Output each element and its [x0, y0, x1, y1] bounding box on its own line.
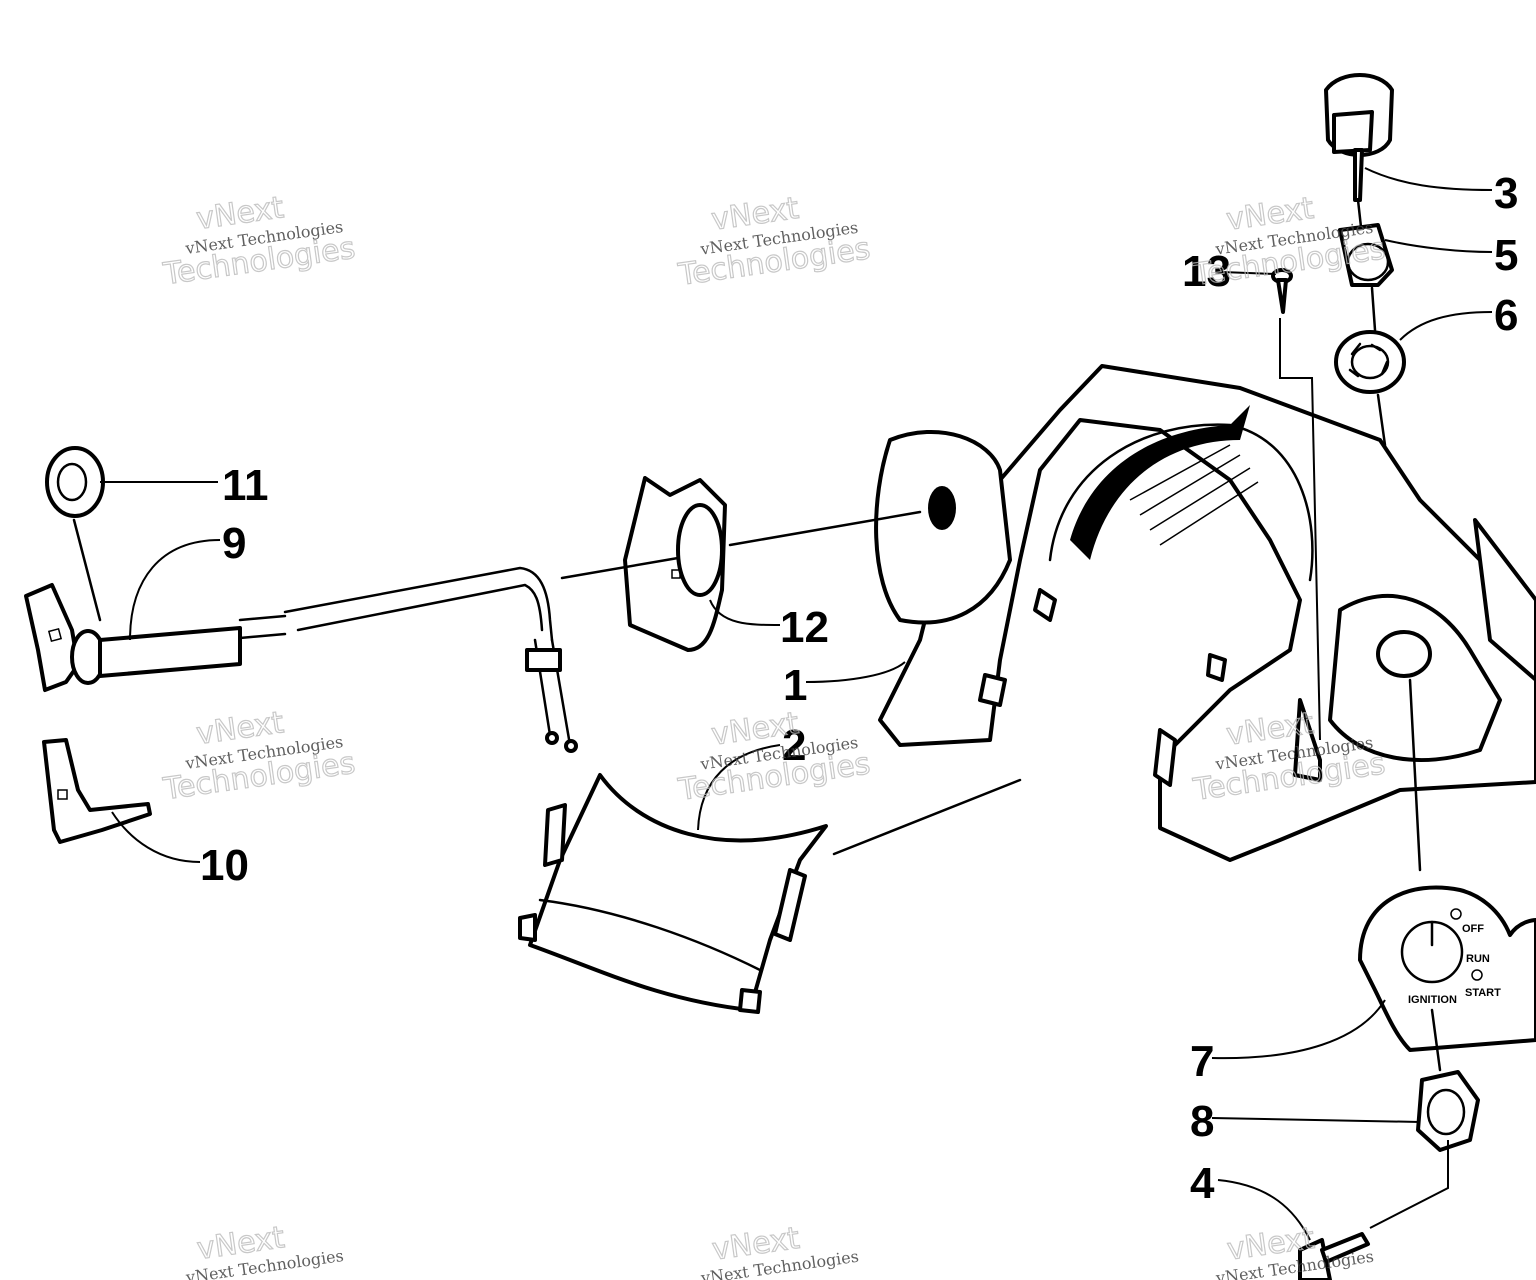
knurled-nut: [45, 446, 105, 622]
ignition-key: [1298, 1232, 1370, 1280]
watermark-mid-center: vNext vNext Technologies Technologies: [675, 705, 873, 808]
callout-numbers: 1 2 3 4 5 6 7 8 9 10 11 12 13: [200, 169, 1518, 1208]
switch-label-ignition: IGNITION: [1408, 994, 1457, 1006]
switch-label-start: START: [1465, 987, 1501, 999]
switch-label-run: RUN: [1466, 953, 1490, 965]
callout-11: 11: [222, 461, 269, 510]
callout-13: 13: [1182, 247, 1231, 296]
watermark-mid-left: vNext vNext Technologies Technologies: [160, 705, 358, 808]
screw: [1271, 268, 1321, 741]
callout-6: 6: [1494, 291, 1518, 340]
callout-10: 10: [200, 841, 249, 890]
callout-12: 12: [780, 603, 829, 652]
callout-8: 8: [1190, 1097, 1214, 1146]
hex-nut: [1369, 1070, 1480, 1229]
switch-label-off: OFF: [1462, 923, 1484, 935]
console-housing: [874, 364, 1536, 862]
watermark-top-left: vNext vNext Technologies Technologies: [160, 190, 358, 293]
throttle-cable-assembly: [24, 566, 578, 753]
ignition-switch-panel: OFF RUN START IGNITION: [1358, 678, 1536, 1072]
watermark-top-center: vNext vNext Technologies Technologies: [675, 190, 873, 293]
lower-cover: [518, 773, 1022, 1014]
callout-5: 5: [1494, 231, 1518, 280]
leader-lines: [100, 167, 1493, 1241]
callout-9: 9: [222, 519, 246, 568]
callout-7: 7: [1190, 1037, 1214, 1086]
lamp-socket: [1338, 223, 1394, 332]
indicator-cap: [1324, 73, 1394, 238]
watermark-bottom-left: vNext vNext Technologies: [184, 1220, 345, 1280]
mounting-plate: [560, 476, 922, 652]
callout-2: 2: [782, 721, 806, 770]
lock-washer: [1334, 330, 1406, 447]
watermark-bottom-center: vNext vNext Technologies: [699, 1220, 860, 1280]
throttle-lever: [42, 738, 152, 844]
callout-1: 1: [783, 661, 807, 710]
callout-3: 3: [1494, 169, 1518, 218]
callout-4: 4: [1190, 1159, 1215, 1208]
